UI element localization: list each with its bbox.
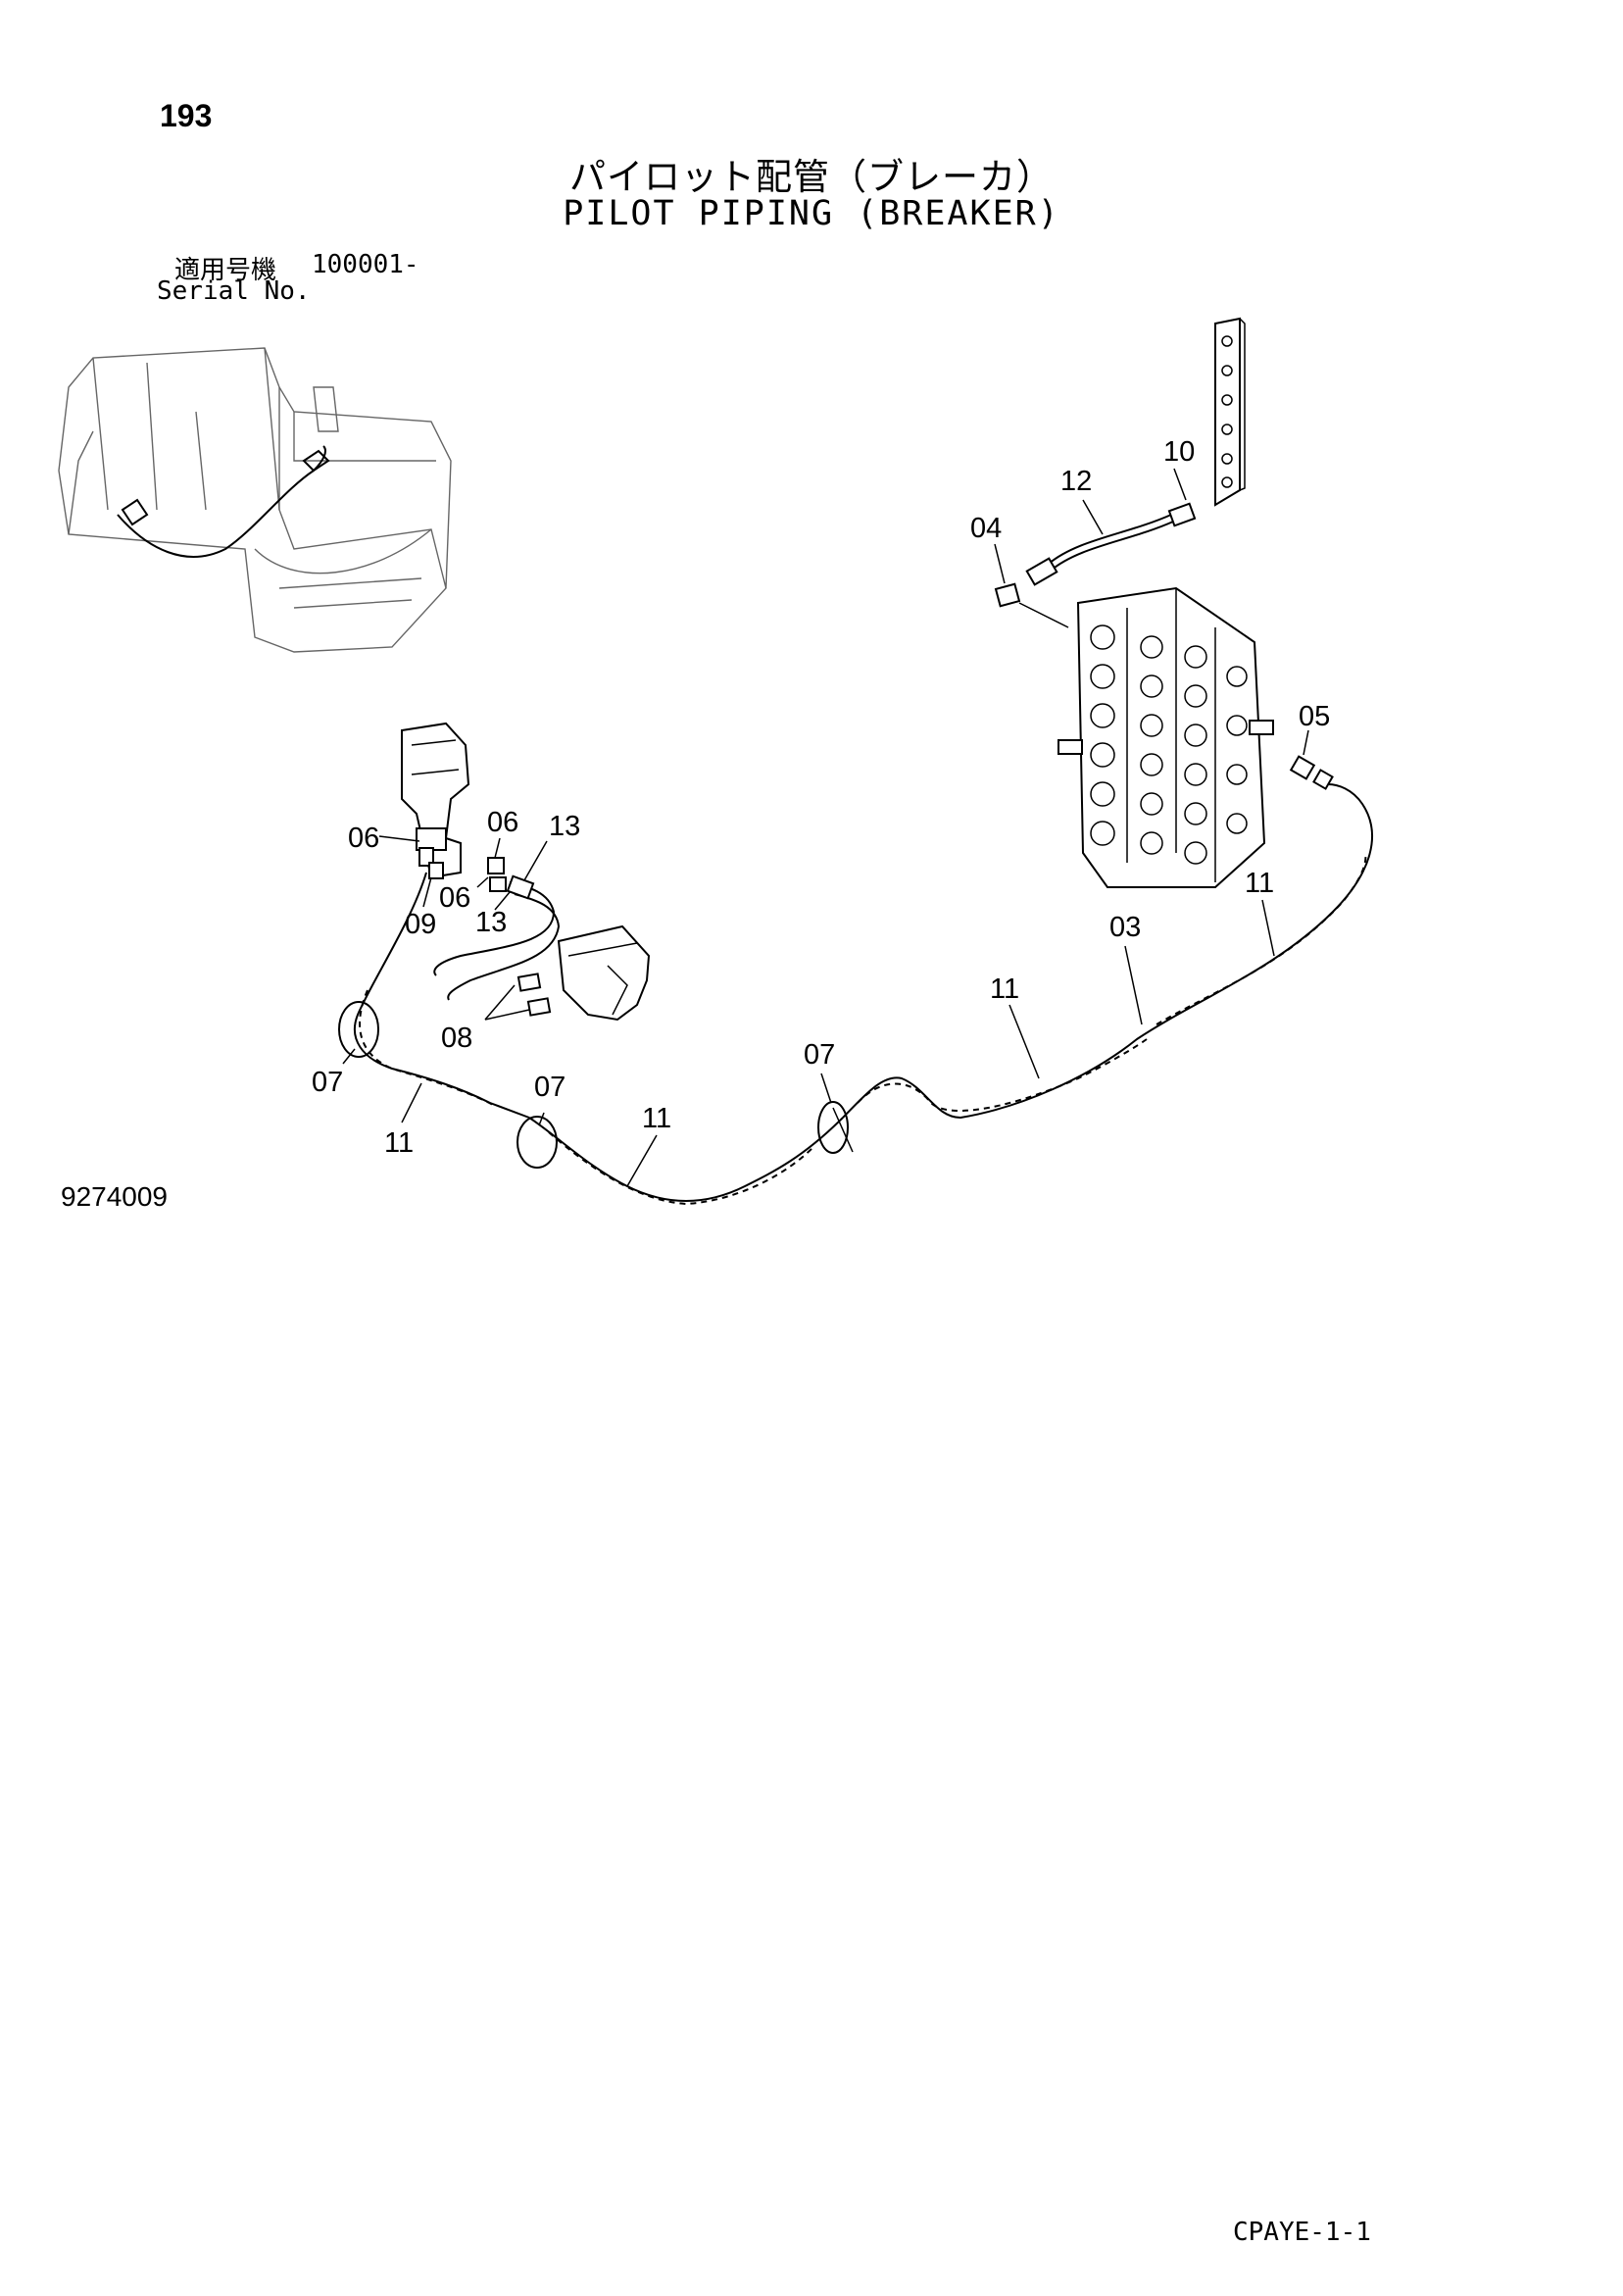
spring-guard-11-a [359,989,496,1107]
page-number: 193 [160,98,213,133]
fitting-06-mid [487,857,505,874]
hose-13-b [447,893,561,1001]
serial-value: 100001- [312,250,419,279]
fitting-04 [994,582,1021,608]
mounting-bracket [1214,317,1246,507]
document-code: CPAYE-1-1 [1233,2218,1371,2247]
fitting-06-left [418,847,434,867]
callout-11-left: 11 [384,1127,414,1159]
callout-09: 09 [405,909,436,940]
callout-11-right: 11 [990,973,1019,1005]
callout-13-top: 13 [549,811,580,842]
spring-guard-11-c [857,1038,1148,1112]
hose-13-a [433,881,556,976]
spring-guard-11-d [1156,852,1367,1025]
callout-10: 10 [1163,436,1195,468]
callout-11-far-right: 11 [1245,868,1274,899]
breaker-pedal-valve [516,924,651,1022]
callout-05: 05 [1299,701,1330,732]
callout-07-left: 07 [312,1067,343,1098]
callout-06-low: 06 [439,882,470,914]
control-valve [1057,586,1274,888]
figure-number: 9274009 [61,1181,169,1212]
callout-03: 03 [1109,912,1141,943]
callout-12: 12 [1060,466,1092,497]
fitting-06-low [489,876,507,892]
callout-13-low: 13 [475,907,507,938]
title-english: PILOT PIPING (BREAKER) [563,194,1060,233]
serial-label-japanese: 適用号機 [174,256,277,285]
callout-07-center: 07 [534,1072,566,1103]
clamp-07-center [516,1116,558,1169]
callout-04: 04 [970,513,1002,544]
callout-06-left: 06 [348,823,379,854]
leader-lines [342,468,1309,1187]
fitting-09 [428,862,444,879]
pedal-valve [401,722,470,879]
pilot-hose-11-right [842,783,1373,1120]
clamp-07-right [817,1101,849,1154]
callout-11-center: 11 [642,1103,671,1134]
fitting-10 [1167,502,1197,527]
hose-12 [1048,514,1172,565]
pilot-hose-11-center [528,1117,844,1202]
serial-label-english: Serial No. [157,276,311,306]
hose-end-12 [1025,557,1058,586]
callout-07-right: 07 [804,1039,835,1071]
spring-guard-11-b [548,1131,814,1206]
excavator-inset-illustration [58,347,452,653]
callout-06-top: 06 [487,807,518,838]
clamp-07-left [338,1001,379,1058]
fitting-05 [1289,755,1316,780]
callout-08: 08 [441,1023,472,1054]
title-japanese: パイロット配管（ブレーカ） [569,156,1054,198]
